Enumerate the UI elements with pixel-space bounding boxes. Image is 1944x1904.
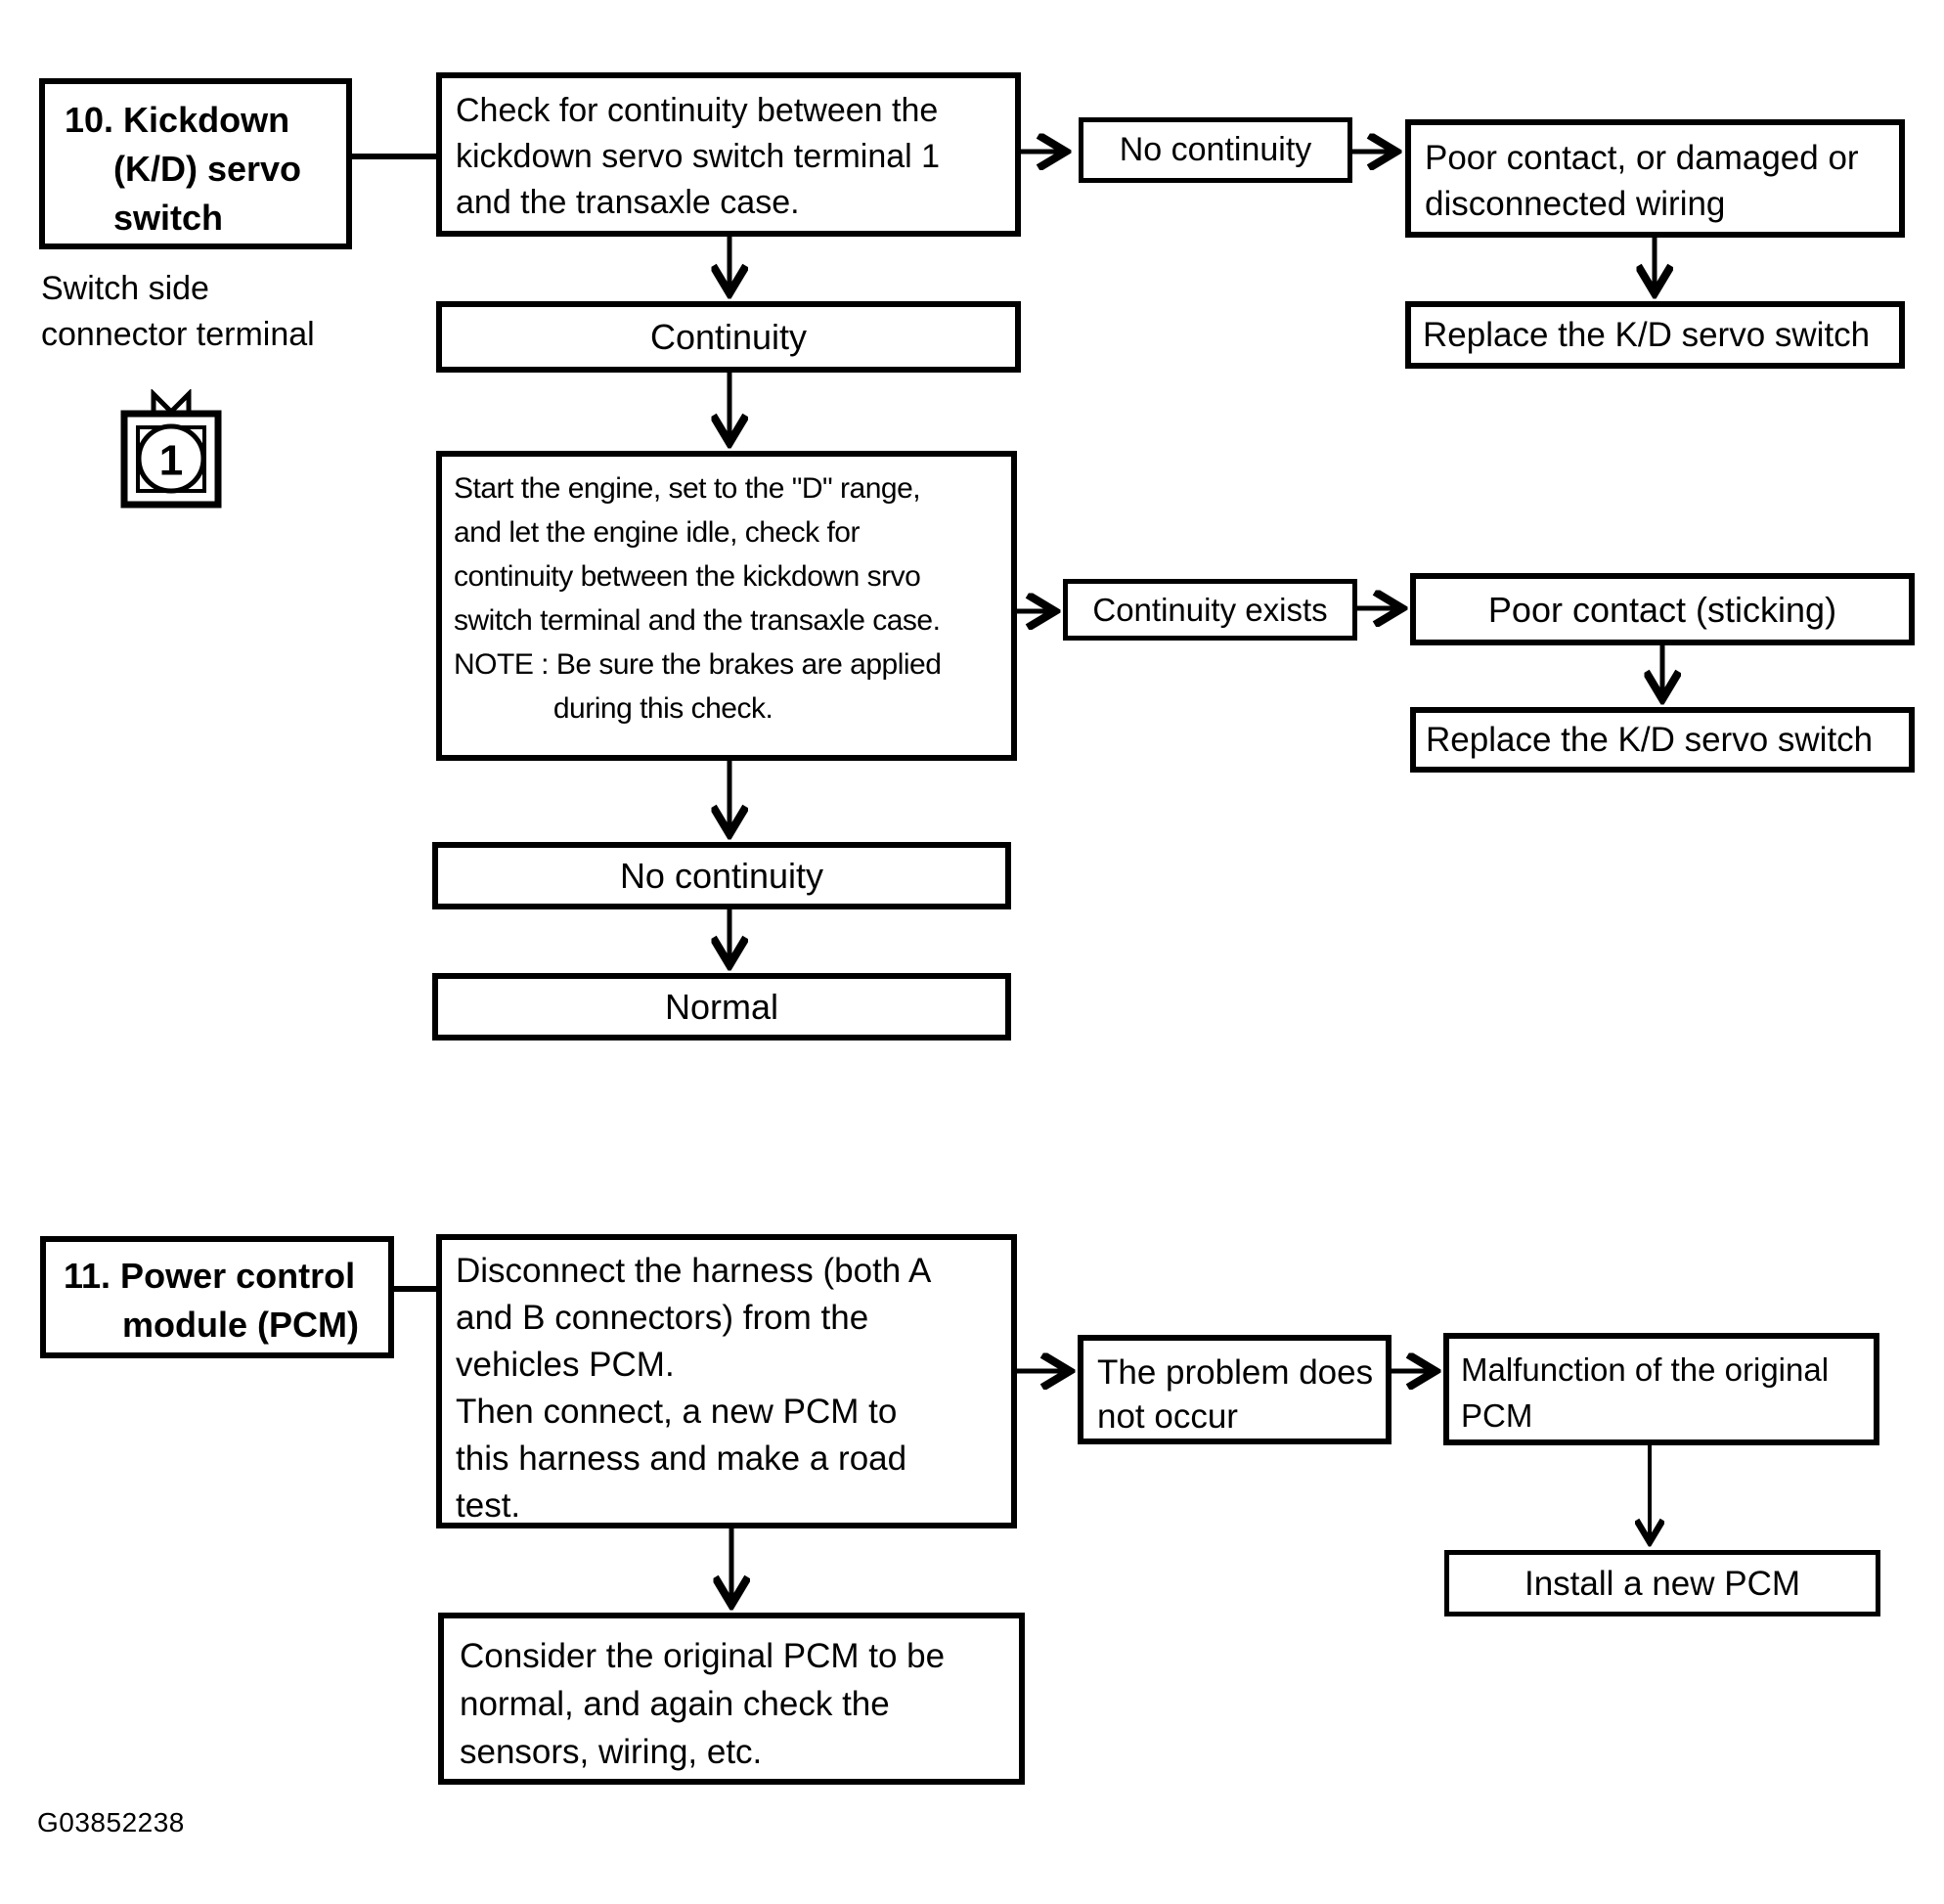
result-continuity-box: Continuity [436,301,1021,373]
engine-idle-check-box: Start the engine, set to the "D" range, … [436,451,1017,761]
figure-id-label: G03852238 [37,1807,185,1838]
step-10-title-box: 10. Kickdown (K/D) servo switch [39,78,352,249]
cause-poor-contact-wiring-box: Poor contact, or damaged or disconnected… [1405,119,1905,238]
check-continuity-box: Check for continuity between the kickdow… [436,72,1021,237]
result-continuity-exists-box: Continuity exists [1063,579,1357,641]
cause-poor-contact-sticking-box: Poor contact (sticking) [1410,573,1915,645]
step-11-title-box: 11. Power control module (PCM) [40,1236,394,1358]
consider-original-pcm-box: Consider the original PCM to be normal, … [438,1613,1025,1785]
result-no-continuity-1-box: No continuity [1079,117,1352,183]
switch-side-connector-label: Switch side connector terminal [41,270,315,353]
result-normal-box: Normal [432,973,1011,1041]
action-replace-kd-switch-2-box: Replace the K/D servo switch [1410,707,1915,773]
action-replace-kd-switch-1-box: Replace the K/D servo switch [1405,301,1905,369]
connector-terminal-icon: 1 [120,389,222,509]
action-install-new-pcm-box: Install a new PCM [1444,1550,1880,1616]
result-no-continuity-2-box: No continuity [432,842,1011,909]
cause-malfunction-pcm-box: Malfunction of the original PCM [1443,1333,1879,1445]
terminal-number: 1 [159,437,183,485]
disconnect-harness-box: Disconnect the harness (both A and B con… [436,1234,1017,1528]
result-problem-not-occur-box: The problem does not occur [1078,1335,1392,1444]
